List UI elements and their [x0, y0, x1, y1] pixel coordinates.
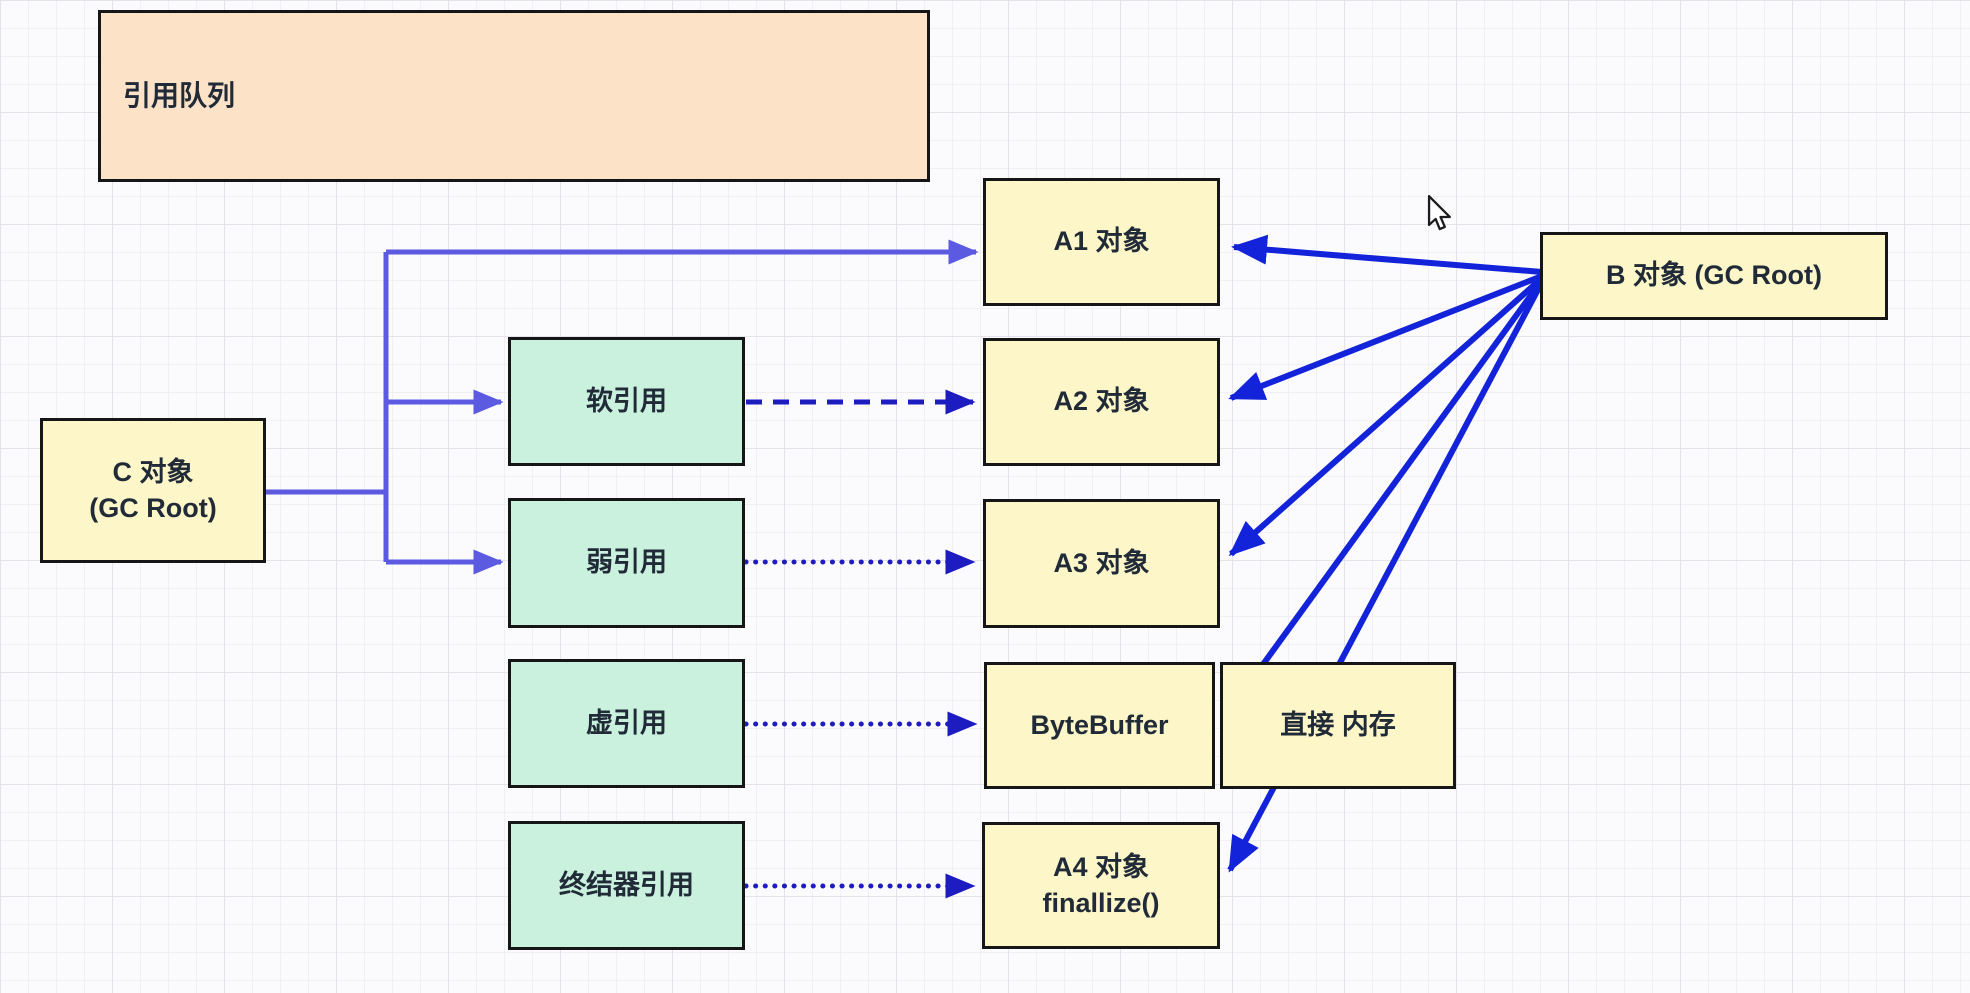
node-label: A2 对象	[1053, 386, 1150, 417]
node-b-object[interactable]: B 对象 (GC Root)	[1540, 232, 1888, 320]
node-label: A3 对象	[1053, 547, 1150, 578]
node-label: B 对象 (GC Root)	[1606, 260, 1822, 291]
node-direct-memory[interactable]: 直接 内存	[1220, 662, 1456, 789]
node-a3-object[interactable]: A3 对象	[983, 499, 1220, 628]
node-label: 软引用	[586, 385, 667, 416]
node-label: 引用队列	[123, 79, 236, 111]
node-c-object[interactable]: C 对象 (GC Root)	[40, 418, 266, 563]
edge-b-to-a1[interactable]	[1231, 234, 1543, 275]
edge-c-trunk[interactable]	[266, 252, 389, 562]
node-label: ByteBuffer	[1030, 709, 1169, 740]
node-finalizer-reference[interactable]: 终结器引用	[508, 821, 745, 950]
mouse-cursor-icon	[1427, 195, 1451, 231]
node-phantom-reference[interactable]: 虚引用	[508, 659, 745, 788]
node-a4-object[interactable]: A4 对象 finallize()	[982, 822, 1220, 949]
node-label: 直接 内存	[1280, 709, 1396, 740]
node-a2-object[interactable]: A2 对象	[983, 338, 1220, 466]
node-label: 弱引用	[586, 547, 667, 578]
edge-b-to-direct-memory[interactable]	[1224, 278, 1545, 717]
node-a1-object[interactable]: A1 对象	[983, 178, 1220, 306]
edge-b-to-a3[interactable]	[1228, 275, 1544, 557]
node-bytebuffer[interactable]: ByteBuffer	[984, 662, 1215, 789]
node-label-line2: finallize()	[1042, 887, 1160, 918]
node-reference-queue[interactable]: 引用队列	[98, 10, 930, 182]
node-soft-reference[interactable]: 软引用	[508, 337, 745, 466]
node-label: A1 对象	[1053, 226, 1150, 257]
node-label: 虚引用	[586, 707, 667, 738]
node-label-line1: C 对象	[112, 457, 194, 488]
edge-b-to-a2[interactable]	[1228, 273, 1544, 401]
node-label-line2: (GC Root)	[89, 492, 217, 523]
node-label: 终结器引用	[559, 869, 694, 900]
node-label-line1: A4 对象	[1052, 852, 1150, 883]
node-weak-reference[interactable]: 弱引用	[508, 498, 745, 628]
